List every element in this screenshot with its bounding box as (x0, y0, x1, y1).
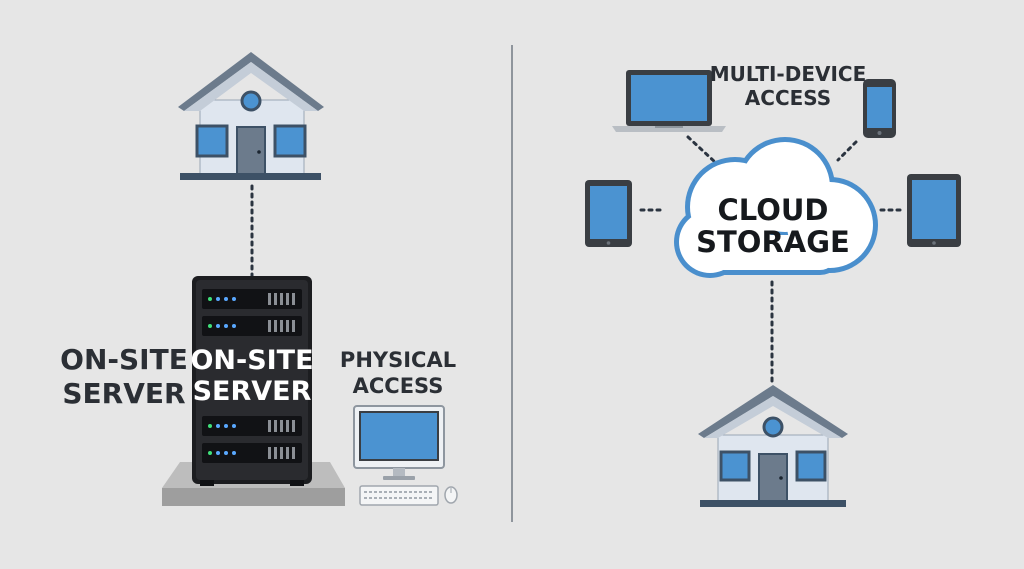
house-icon (178, 52, 324, 180)
cloud-icon (674, 137, 878, 278)
mouse-icon (444, 486, 458, 504)
server-rack-label-line2: SERVER (193, 376, 312, 407)
physical-access-label-line2: ACCESS (353, 374, 444, 398)
cloud-storage-label-line1: CLOUD (717, 193, 828, 227)
server-unit (202, 316, 302, 336)
left-panel: ON-SITE SERVER ON-SITE SERVER PHYSICAL A… (60, 52, 458, 506)
keyboard-icon (359, 485, 439, 506)
onsite-server-label-line2: SERVER (62, 377, 185, 410)
server-rack-icon (192, 276, 312, 486)
device-links (639, 135, 905, 388)
laptop-cloud-link (686, 135, 718, 165)
server-rack-label-line1: ON-SITE (190, 345, 313, 376)
tablet-icon (907, 174, 961, 247)
smartphone-icon (863, 79, 896, 138)
cloud-storage-label-line2: STORAGE (696, 225, 850, 259)
multi-device-label-line1: MULTI-DEVICE (710, 62, 866, 86)
tablet-icon (585, 180, 632, 247)
onsite-server-label-line1: ON-SITE (60, 343, 188, 376)
desktop-computer-icon (353, 405, 445, 480)
server-unit (202, 289, 302, 309)
server-unit (202, 416, 302, 436)
laptop-icon (612, 70, 726, 132)
phone-cloud-link (836, 140, 858, 162)
right-panel: CLOUD STORAGE MULTI-DEVICE ACCESS (585, 62, 961, 507)
multi-device-label-line2: ACCESS (745, 86, 831, 110)
house-icon (698, 385, 848, 507)
server-unit (202, 443, 302, 463)
physical-access-label-line1: PHYSICAL (340, 348, 456, 372)
